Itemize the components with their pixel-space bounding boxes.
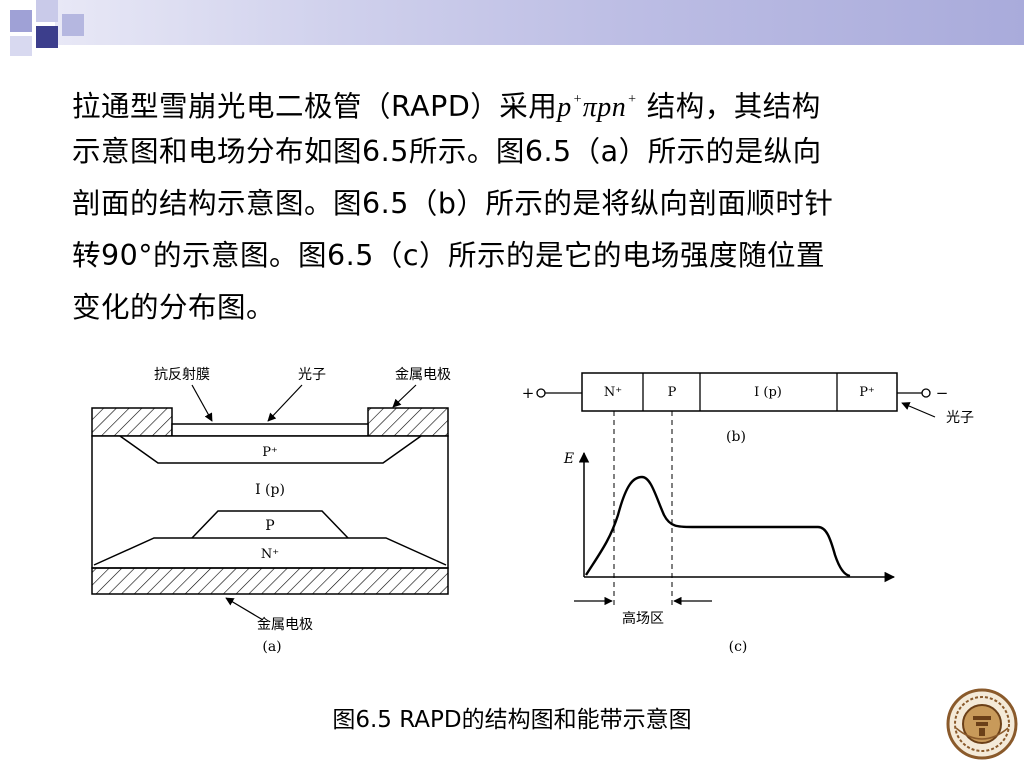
sublabel-c: (c) [729, 639, 748, 655]
axis-e-label: E [563, 451, 574, 467]
segment-p: P [668, 385, 677, 400]
header-decoration [0, 0, 1024, 60]
structure-formula: p+πpn+ [557, 92, 638, 123]
pplus-layer [119, 435, 422, 464]
label-ip: I (p) [255, 482, 285, 498]
label-anti-reflection-film: 抗反射膜 [154, 367, 210, 383]
sublabel-a: (a) [262, 639, 281, 655]
anti-reflection-film [171, 423, 369, 437]
university-logo [946, 688, 1018, 760]
figure-caption: 图6.5 RAPD的结构图和能带示意图 [332, 707, 692, 733]
paragraph-line: 变化的分布图。 [72, 291, 276, 324]
paragraph-line: 拉通型雪崩光电二极管（RAPD）采用p+πpn+ 结构，其结构 [72, 74, 972, 126]
sublabel-b: (b) [726, 429, 746, 445]
paragraph-line: 示意图和电场分布如图6.5所示。图6.5（a）所示的是纵向 [72, 135, 822, 168]
top-electrode-right [367, 407, 449, 437]
segment-pplus: P⁺ [859, 385, 875, 400]
figure-6-5: P⁺ I (p) P N⁺ 抗反射膜 光子 金属电极 金属电极 (a) + N⁺… [80, 355, 980, 665]
device-bar [581, 372, 898, 412]
deco-square [36, 26, 58, 48]
paragraph-line: 转90°的示意图。图6.5（c）所示的是它的电场强度随位置 [72, 239, 826, 272]
label-nplus: N⁺ [261, 547, 279, 562]
arrow-bottom-electrode [225, 597, 264, 621]
label-photon-b: 光子 [946, 410, 974, 426]
label-bottom-electrode: 金属电极 [257, 617, 313, 633]
field-curve [584, 475, 851, 578]
paragraph-text: 结构，其结构 [646, 90, 821, 123]
fig-b-horizontal: + N⁺ P I (p) P⁺ − 光子 (b) [522, 372, 974, 445]
fig-c-field-plot: E 高场区 (c) [563, 411, 896, 655]
label-photon: 光子 [298, 367, 326, 383]
terminal-left [536, 388, 546, 398]
arrow-photon [267, 384, 303, 422]
deco-square [36, 0, 58, 22]
paragraph-text: 拉通型雪崩光电二极管（RAPD）采用 [72, 90, 558, 123]
deco-square [10, 36, 32, 56]
arrow-photon-b [901, 402, 936, 418]
fig-a-cross-section: P⁺ I (p) P N⁺ 抗反射膜 光子 金属电极 金属电极 (a) [91, 367, 451, 655]
nplus-layer [93, 537, 447, 566]
bottom-electrode [91, 567, 449, 595]
segment-ip: I (p) [754, 385, 782, 400]
paragraph-line: 剖面的结构示意图。图6.5（b）所示的是将纵向剖面顺时针 [72, 187, 834, 220]
minus-terminal: − [936, 384, 949, 402]
label-pplus: P⁺ [262, 445, 278, 460]
deco-square [10, 10, 32, 32]
deco-square [62, 14, 84, 36]
arrow-film [191, 384, 213, 422]
label-p: P [265, 518, 274, 534]
top-electrode-left [91, 407, 173, 437]
body-paragraph: 拉通型雪崩光电二极管（RAPD）采用p+πpn+ 结构，其结构 示意图和电场分布… [72, 74, 972, 334]
p-layer [191, 510, 349, 539]
label-top-electrode: 金属电极 [395, 367, 451, 383]
segment-nplus: N⁺ [604, 385, 622, 400]
arrow-top-electrode [392, 384, 417, 408]
plus-terminal: + [522, 384, 535, 402]
label-high-field: 高场区 [622, 610, 664, 627]
terminal-right [921, 388, 931, 398]
header-gradient-bar [55, 0, 1024, 45]
